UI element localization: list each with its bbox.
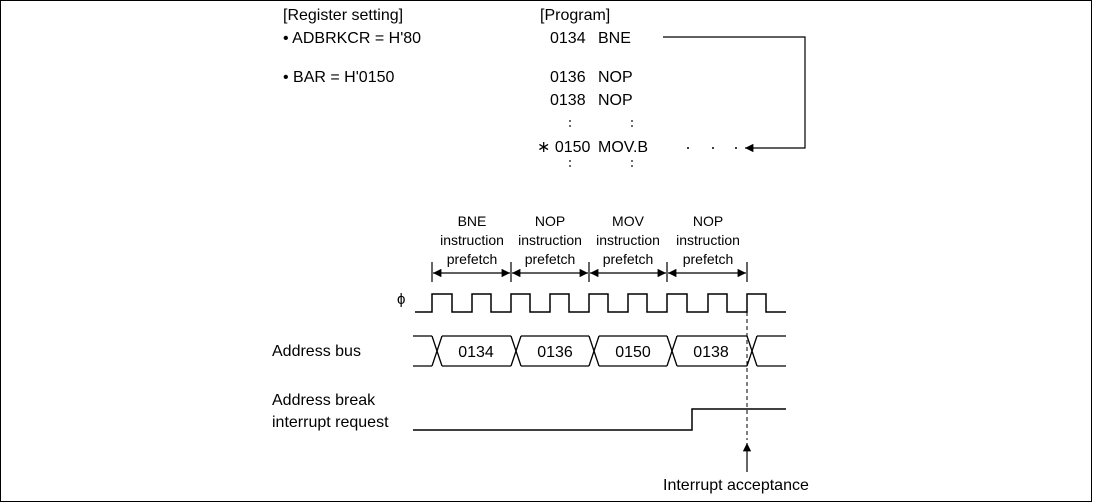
clock-waveform	[415, 293, 786, 313]
address-value-0150: 0150	[615, 344, 651, 361]
irq-waveform	[413, 408, 786, 431]
phase-labels: BNE instruction prefetch NOP instruction…	[440, 213, 740, 267]
address-value-0138: 0138	[693, 344, 729, 361]
program-addr-0: 0134	[550, 30, 586, 47]
address-value-0136: 0136	[537, 344, 573, 361]
program-instr-3: MOV.B	[598, 139, 648, 156]
irq-label-line2: interrupt request	[272, 414, 389, 431]
phase-3-line2: instruction	[596, 232, 660, 248]
phase-4-line2: instruction	[676, 232, 740, 248]
address-bus-label: Address bus	[272, 343, 361, 360]
branch-arrow	[663, 36, 806, 153]
program-instr-0: BNE	[598, 30, 631, 47]
register-setting-adbrkcr: • ADBRKCR = H'80	[283, 30, 421, 47]
program-title: [Program]	[540, 7, 610, 24]
phase-1-line3: prefetch	[447, 251, 498, 267]
program-addr-3: ∗ 0150	[537, 139, 591, 156]
phase-1-name: BNE	[458, 213, 487, 229]
phase-2-name: NOP	[535, 213, 565, 229]
irq-label-line1: Address break	[272, 392, 376, 409]
phase-2-line3: prefetch	[525, 251, 576, 267]
clock-label: ϕ	[397, 291, 405, 308]
program-addr-1: 0136	[550, 69, 586, 86]
program-ellipsis-dots	[569, 120, 633, 167]
phase-3-name: MOV	[612, 213, 645, 229]
phase-2-line2: instruction	[518, 232, 582, 248]
phase-3-line3: prefetch	[603, 251, 654, 267]
phase-4-line3: prefetch	[683, 251, 734, 267]
program-instr-2: NOP	[598, 92, 633, 109]
program-addr-2: 0138	[550, 92, 586, 109]
address-bus-waveform	[413, 335, 786, 367]
phase-1-line2: instruction	[440, 232, 504, 248]
mov-dots	[687, 147, 737, 149]
register-setting-title: [Register setting]	[283, 7, 403, 24]
phase-4-name: NOP	[693, 213, 723, 229]
phase-arrows	[431, 262, 748, 282]
acceptance-label: Interrupt acceptance	[663, 477, 809, 494]
program-instr-1: NOP	[598, 69, 633, 86]
address-value-0134: 0134	[458, 344, 494, 361]
register-setting-bar: • BAR = H'0150	[283, 69, 394, 86]
